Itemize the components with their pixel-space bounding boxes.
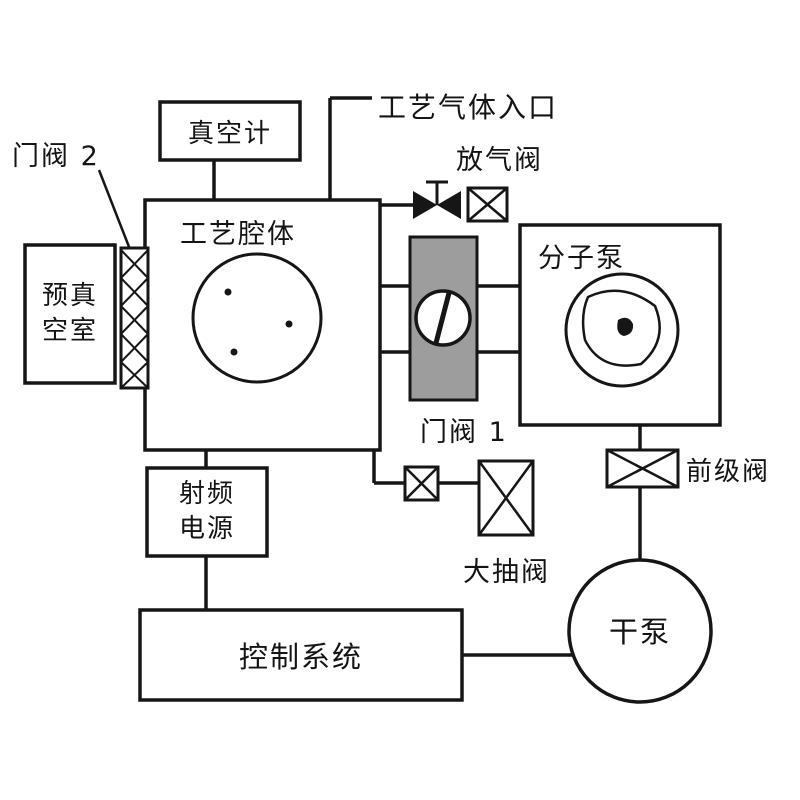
foreline-valve-x [606, 448, 679, 489]
roughing-valve-label: 大抽阀 [463, 557, 550, 588]
vent-valve-symbol [413, 180, 461, 219]
dry-pump-label: 干泵 [608, 615, 671, 649]
rf-power-box [145, 466, 269, 558]
roughing-shutoff-valve-symbol [403, 465, 440, 502]
rotor-lobe-path [581, 289, 661, 367]
gas-inlet-label: 工艺气体入口 [378, 91, 559, 124]
gate-valve-2-label: 门阀 2 [12, 141, 100, 172]
roughing-valve-symbol [477, 459, 535, 537]
wafer-symbol [191, 252, 323, 384]
pump-rotor-symbol [564, 272, 680, 388]
wafer-dot [224, 288, 232, 296]
rf-power-label: 射频 电源 [147, 468, 267, 556]
prevacuum-label-line2: 空室 [41, 316, 98, 346]
vent-valve-label: 放气阀 [456, 145, 543, 176]
prevacuum-label-line1: 预真 [41, 280, 98, 311]
equipment-boxes [23, 100, 722, 702]
gate-valve-1-label: 门阀 1 [420, 417, 508, 448]
vacuum-gauge-label: 真空计 [187, 118, 272, 149]
wafer-dot [285, 320, 293, 328]
prevacuum-chamber-box [23, 243, 117, 385]
rf-label-line1: 射频 [178, 478, 235, 509]
gate-valve-2-body [119, 246, 150, 390]
wafer-dot [230, 348, 238, 356]
roughing-shutoff-x [404, 466, 439, 501]
control-system-box [138, 608, 464, 702]
rotor-hub [617, 317, 634, 336]
vent-shutoff-valve [466, 186, 509, 223]
molecular-pump-label: 分子泵 [538, 243, 625, 274]
gate-valve-1-symbol [408, 235, 479, 402]
foreline-valve-label: 前级阀 [686, 457, 771, 487]
gate-valve-2-symbol [119, 246, 150, 390]
control-system-label: 控制系统 [238, 640, 363, 674]
rotor-circle [564, 272, 680, 388]
vent-valve-left-triangle [413, 191, 437, 219]
dry-pump-circle [567, 558, 713, 704]
vent-shutoff-x [467, 187, 508, 222]
gate-valve-2-leader [97, 169, 133, 253]
wafer-circle [191, 252, 323, 384]
vent-valve-right-triangle [437, 191, 461, 219]
gate-valve-2-hatch [120, 249, 149, 389]
roughing-valve-x [477, 460, 535, 536]
pipe-lines [97, 96, 642, 657]
process-chamber-label: 工艺腔体 [180, 219, 296, 250]
rf-label-line2: 电源 [178, 514, 235, 544]
prevacuum-chamber-label: 预真 空室 [25, 245, 115, 383]
vacuum-gauge-box [158, 100, 302, 162]
gate-valve-1-stem [433, 292, 452, 344]
foreline-valve-symbol [605, 448, 680, 489]
